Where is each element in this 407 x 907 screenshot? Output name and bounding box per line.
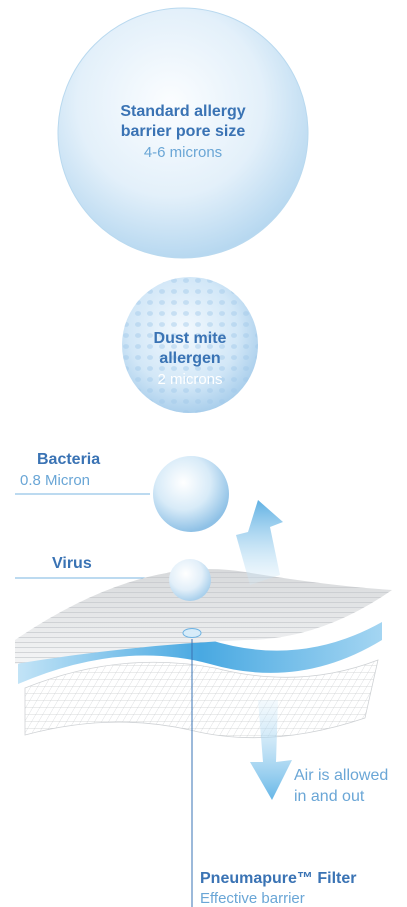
filter-pore [182,628,202,638]
virus-sphere [169,559,211,601]
standard-barrier-title-line1: Standard allergy [120,103,246,120]
bacteria-title: Bacteria [37,451,101,468]
airflow-down-arrow [250,700,292,800]
dust-mite-size: 2 microns [157,371,223,388]
filter-layers [15,569,392,739]
bacteria-size: 0.8 Micron [20,472,91,489]
airflow-up-arrow [236,500,283,585]
airflow-label-line1: Air is allowed [294,767,389,784]
dust-mite-title-line1: Dust mite [153,330,227,347]
virus-title: Virus [52,555,92,572]
standard-barrier-sphere [57,7,309,259]
bacteria-sphere [153,456,229,532]
filter-subtitle: Effective barrier [200,890,305,907]
standard-barrier-title-line2: barrier pore size [120,123,246,140]
airflow-label-line2: in and out [294,788,365,805]
standard-barrier-size: 4-6 microns [143,144,223,161]
filter-title: Pneumapure™ Filter [200,870,357,887]
dust-mite-title-line2: allergen [159,350,221,367]
dust-mite-sphere [122,277,258,413]
